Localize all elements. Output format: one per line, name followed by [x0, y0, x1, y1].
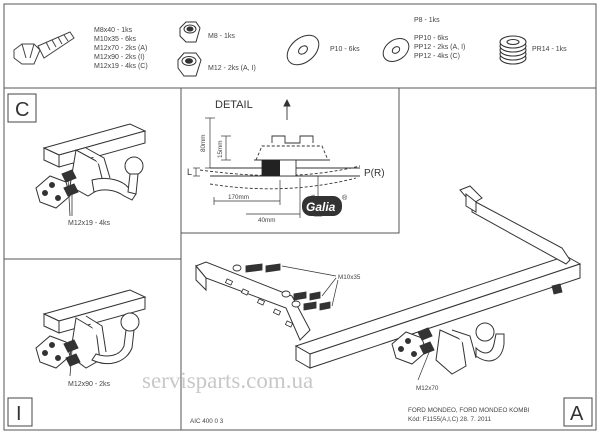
panel-a-bolt-label: M10x35 — [338, 274, 361, 281]
nut-spec-m12: M12 - 2ks (A, I) — [208, 65, 256, 72]
panel-c-towbar-drawing — [35, 123, 147, 209]
detail-dim-80mm: 80mm — [200, 135, 207, 153]
bolt-spec-m12x19: M12x19 - 4ks (C) — [94, 63, 148, 70]
watermark-text: servisparts.com.ua — [142, 368, 313, 393]
bolt-leader-lines — [281, 265, 431, 381]
panel-a-letter-box — [563, 397, 593, 427]
panel-i-letter-box — [7, 397, 33, 427]
panel-a-m12x70-label: M12x70 — [416, 385, 439, 392]
bolt-spec-m10x35: M10x35 - 6ks — [94, 36, 137, 43]
spring-washer-icon — [499, 35, 527, 65]
panel-i-towbar-drawing — [35, 289, 147, 369]
spring-spec-pr14: PR14 - 1ks — [532, 46, 567, 53]
bolt-spec-m12x90: M12x90 - 2ks (I) — [94, 54, 145, 61]
washer-icon — [286, 34, 320, 66]
detail-title: DETAIL — [215, 99, 253, 111]
nut-icon-m8 — [179, 21, 201, 43]
galia-logo: Galia ® — [302, 194, 348, 216]
panel-c-letter-box — [7, 93, 37, 123]
bolt-icon — [13, 31, 75, 65]
up-arrow-icon — [283, 98, 291, 120]
bolt-spec-m12x70: M12x70 - 2ks (A) — [94, 45, 147, 52]
main-towbar-crossbeam — [195, 185, 582, 375]
outer-frame — [3, 3, 597, 431]
exploded-bolts — [232, 263, 563, 311]
bolt-spec-list: M8x40 - 1ks M10x35 - 6ks M12x70 - 2ks (A… — [94, 27, 148, 70]
detail-dim-170mm: 170mm — [228, 194, 249, 201]
washer-spec-pp12-c: PP12 - 4ks (C) — [414, 53, 460, 60]
footer-drawing-code: AIC 400 0 3 — [190, 418, 224, 425]
panel-a-letter: A — [570, 403, 584, 425]
galia-registered-mark: ® — [342, 194, 348, 202]
washer-spec-p10: P10 - 6ks — [330, 46, 360, 53]
detail-dim-40mm: 40mm — [258, 217, 276, 224]
nut-spec-m8: M8 - 1ks — [208, 33, 235, 40]
footer-vehicle: FORD MONDEO, FORD MONDEO KOMBI — [408, 407, 530, 414]
washer-spec-pp12-ai: PP12 - 2ks (A, I) — [414, 44, 465, 51]
detail-hatched-section — [262, 160, 280, 176]
galia-logo-text: Galia — [306, 200, 336, 214]
footer-kod: Kód: F1155(A,I,C) 28. 7. 2011 — [408, 416, 492, 423]
panel-i-bolt-label: M12x90 - 2ks — [68, 381, 111, 388]
washer-spec-p8: P8 - 1ks — [414, 17, 440, 24]
flat-washer-icon — [382, 38, 410, 62]
washer-spec-pp10: PP10 - 6ks — [414, 35, 449, 42]
detail-dim-l: L — [187, 167, 192, 177]
panel-i-leader-line — [69, 349, 73, 377]
detail-dim-pr: P(R) — [364, 168, 385, 179]
panel-c-letter: C — [15, 99, 29, 121]
bolt-spec-m8x40: M8x40 - 1ks — [94, 27, 133, 34]
panel-i-letter: I — [16, 403, 22, 425]
panel-c-bolt-label: M12x19 - 4ks — [68, 220, 111, 227]
nut-icon-m12 — [177, 52, 202, 77]
panel-c-leader-line — [67, 177, 71, 217]
bracket-holes — [224, 278, 294, 328]
detail-dim-15mm: 15mm — [217, 141, 224, 159]
washer-spec-list: P8 - 1ks PP10 - 6ks PP12 - 2ks (A, I) PP… — [414, 17, 465, 60]
